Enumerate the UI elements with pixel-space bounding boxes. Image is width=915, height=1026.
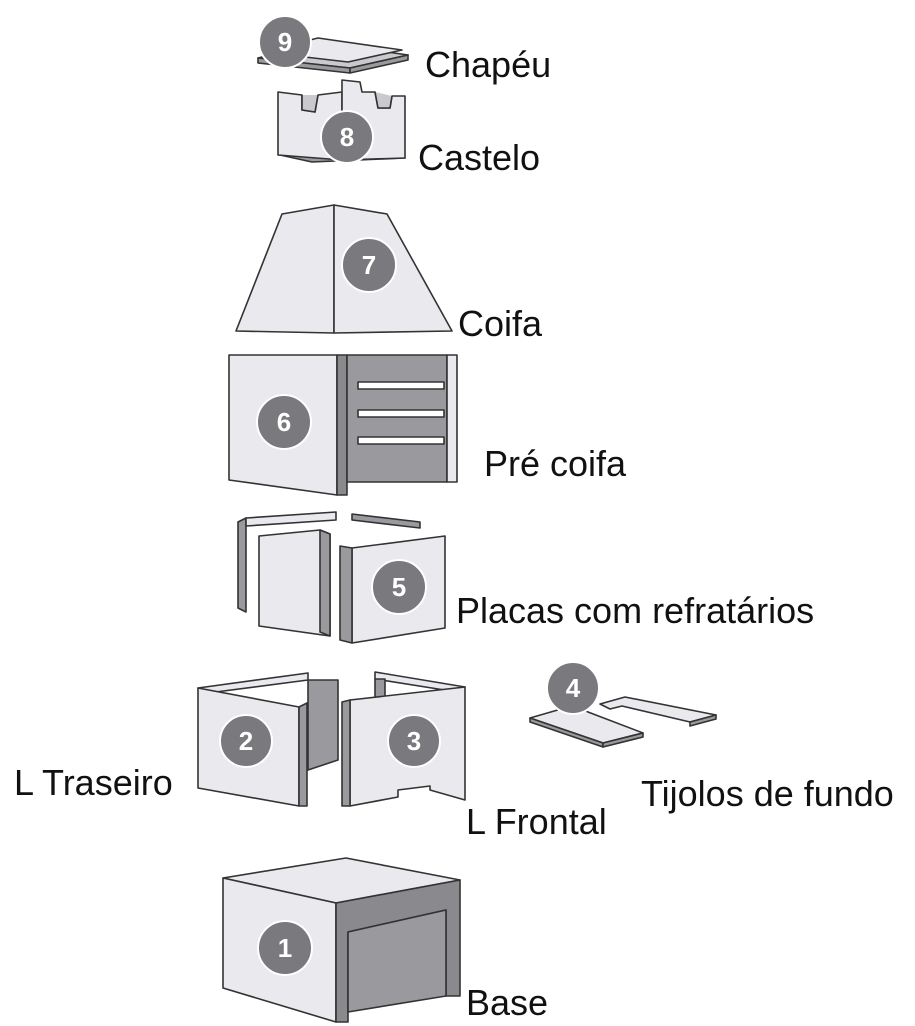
badge-6-number: 6 — [277, 407, 291, 437]
badge-2 — [219, 714, 273, 768]
badge-3-number: 3 — [407, 726, 421, 756]
badge-7 — [341, 237, 397, 293]
label-l-frontal: L Frontal — [466, 801, 607, 842]
badge-6 — [256, 394, 312, 450]
label-l-traseiro: L Traseiro — [14, 762, 173, 803]
badge-1-number: 1 — [278, 933, 292, 963]
badge-5-number: 5 — [392, 572, 406, 602]
label-castelo: Castelo — [418, 137, 540, 178]
label-placas-refratarios: Placas com refratários — [456, 590, 814, 631]
label-base: Base — [466, 982, 548, 1023]
label-coifa: Coifa — [458, 303, 543, 344]
part-pre-coifa: 6 Pré coifa — [228, 354, 627, 496]
badge-9 — [258, 15, 312, 69]
label-chapeu: Chapéu — [425, 44, 551, 85]
part-l-frontal: 3 L Frontal — [341, 671, 607, 842]
badge-4 — [546, 661, 600, 715]
badge-9-number: 9 — [278, 27, 292, 57]
badge-5 — [371, 559, 427, 615]
badge-1 — [257, 920, 313, 976]
part-coifa: 7 Coifa — [235, 204, 543, 344]
part-chapeu: 9 Chapéu — [257, 15, 551, 85]
badge-7-number: 7 — [362, 250, 376, 280]
part-base: 1 Base — [222, 857, 548, 1023]
part-l-traseiro: 2 L Traseiro — [14, 672, 339, 807]
badge-8-number: 8 — [340, 122, 354, 152]
part-tijolos-fundo: 4 Tijolos de fundo — [529, 661, 894, 814]
badge-3 — [387, 714, 441, 768]
part-placas-refratarios: 5 Placas com refratários — [237, 511, 814, 644]
badge-2-number: 2 — [239, 726, 253, 756]
label-pre-coifa: Pré coifa — [484, 443, 627, 484]
part-castelo: 8 Castelo — [277, 79, 540, 178]
label-tijolos-fundo: Tijolos de fundo — [641, 773, 894, 814]
badge-8 — [320, 110, 374, 164]
badge-4-number: 4 — [566, 673, 581, 703]
